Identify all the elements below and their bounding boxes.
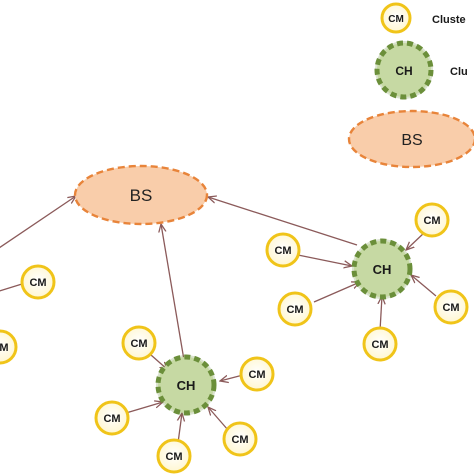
link-cm-r2 xyxy=(313,282,360,303)
link-cm-r1 xyxy=(297,254,352,266)
link-ch-bottom-to-bs xyxy=(161,224,185,361)
cluster-member-r2: CM xyxy=(277,291,313,327)
cluster-member-b3: CM xyxy=(94,400,130,436)
svg-text:CM: CM xyxy=(231,434,248,446)
cluster-member-r4: CM xyxy=(433,289,469,325)
ch-right-label: CH xyxy=(373,262,392,277)
link-left-to-bs xyxy=(0,196,76,249)
svg-text:CM: CM xyxy=(103,413,120,425)
cluster-member-b5: CM xyxy=(222,421,258,457)
cluster-member-b1: CM xyxy=(121,325,157,361)
ch-bottom-label: CH xyxy=(177,378,196,393)
cluster-member-b2: CM xyxy=(239,356,275,392)
cluster-head-right: CH xyxy=(351,238,413,300)
link-cm-r4 xyxy=(411,275,437,297)
link-ch-right-to-bs xyxy=(208,197,358,246)
svg-text:CM: CM xyxy=(442,302,459,314)
svg-text:CM: CM xyxy=(274,245,291,257)
cluster-member-b4: CM xyxy=(156,438,192,474)
base-station: BS xyxy=(73,164,209,226)
cluster-member-r3: CM xyxy=(362,326,398,362)
link-cm-r5 xyxy=(406,231,426,250)
link-cm-l1 xyxy=(0,283,23,292)
links xyxy=(0,196,437,444)
cluster-member-l2: CM xyxy=(0,329,18,365)
legend-cm-symbol: CM xyxy=(388,14,404,25)
svg-text:CM: CM xyxy=(286,304,303,316)
cluster-member-l1: CM xyxy=(20,264,56,300)
legend-ch-text: Clu xyxy=(450,66,468,78)
svg-text:CM: CM xyxy=(130,338,147,350)
link-cm-b3 xyxy=(125,402,163,414)
svg-text:CM: CM xyxy=(423,215,440,227)
svg-text:CM: CM xyxy=(165,451,182,463)
cluster-member-r5: CM xyxy=(414,202,450,238)
cluster-member-r1: CM xyxy=(265,232,301,268)
link-cm-b5 xyxy=(208,407,229,431)
svg-text:CM: CM xyxy=(248,369,265,381)
svg-text:CM: CM xyxy=(371,339,388,351)
legend-cm: CM Cluste xyxy=(380,2,466,34)
legend-bs-symbol: BS xyxy=(401,132,422,149)
legend-cm-text: Cluste xyxy=(432,14,466,26)
link-cm-b4 xyxy=(178,413,182,444)
svg-text:CM: CM xyxy=(29,277,46,289)
cluster-head-bottom: CH xyxy=(155,354,217,416)
legend-ch: CH Clu xyxy=(374,40,468,100)
legend: CM Cluste CH Clu BS xyxy=(347,2,474,169)
legend-bs: BS xyxy=(347,109,474,169)
svg-text:CM: CM xyxy=(0,342,9,354)
bs-label: BS xyxy=(130,186,153,205)
legend-ch-symbol: CH xyxy=(395,64,412,78)
link-cm-b2 xyxy=(220,374,244,381)
link-cm-r3 xyxy=(380,296,382,332)
